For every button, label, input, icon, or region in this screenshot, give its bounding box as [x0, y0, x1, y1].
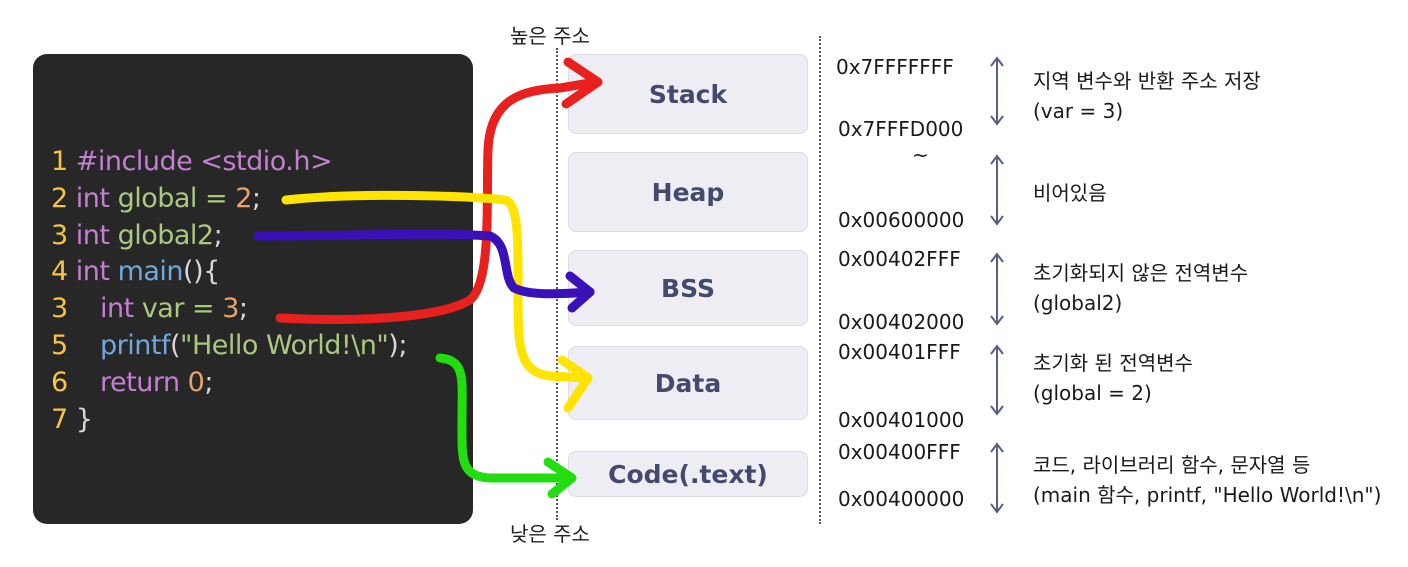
arrow-printf-to-code-head — [543, 457, 577, 499]
code-token: global = — [117, 183, 236, 214]
arrow-global2-to-bss — [253, 229, 595, 299]
addr-stack-bottom: 0x7FFFD000 — [838, 117, 964, 141]
right-dotted-divider — [819, 36, 821, 524]
code-line-number: 2 — [51, 183, 68, 214]
addr-heap-bottom: 0x00600000 — [838, 208, 965, 232]
code-token: } — [75, 404, 93, 435]
range-arrow-heap — [990, 154, 1004, 226]
addr-data-top: 0x00401FFF — [838, 340, 961, 364]
segment-bss-label: BSS — [661, 273, 715, 303]
desc-code-line2: (main 함수, printf, "Hello World!\n") — [1033, 483, 1382, 507]
high-address-label: 높은 주소 — [510, 24, 590, 48]
left-dotted-divider — [556, 48, 558, 520]
segment-heap: Heap — [568, 152, 808, 232]
code-line-number: 3 — [51, 220, 68, 251]
code-line-number: 1 — [51, 146, 68, 177]
code-token: ; — [251, 183, 261, 214]
arrow-global2-to-bss-head — [565, 271, 595, 313]
low-address-label: 낮은 주소 — [510, 522, 590, 546]
desc-data: 초기화 된 전역변수 (global = 2) — [1033, 348, 1193, 408]
code-line: 5 printf("Hello World!\n"); — [51, 328, 407, 364]
desc-bss-line1: 초기화되지 않은 전역변수 — [1033, 261, 1249, 285]
segment-heap-label: Heap — [651, 177, 725, 207]
addr-bss-top: 0x00402FFF — [838, 247, 961, 271]
arrow-var-to-stack — [275, 77, 601, 324]
code-token: ; — [238, 293, 248, 324]
arrow-global-to-data — [281, 190, 591, 383]
segment-code: Code(.text) — [568, 451, 808, 497]
code-token: ; — [204, 367, 213, 398]
desc-bss: 초기화되지 않은 전역변수 (global2) — [1033, 258, 1248, 318]
code-token: ; — [213, 220, 223, 251]
desc-heap: 비어있음 — [1033, 178, 1107, 208]
code-line: 3 int global2; — [51, 218, 223, 254]
code-line-number: 7 — [51, 404, 68, 435]
desc-code-line1: 코드, 라이브러리 함수, 문자열 등 — [1033, 453, 1311, 477]
segment-code-label: Code(.text) — [608, 459, 768, 489]
code-token: #include — [75, 146, 201, 177]
desc-data-line1: 초기화 된 전역변수 — [1033, 351, 1193, 375]
segment-stack: Stack — [568, 54, 808, 134]
code-token: printf — [75, 330, 170, 361]
desc-stack: 지역 변수와 반환 주소 저장 (var = 3) — [1033, 66, 1261, 126]
desc-data-line2: (global = 2) — [1033, 381, 1152, 405]
code-panel: 1 #include <stdio.h>2 int global = 2;3 i… — [33, 54, 473, 524]
code-token: int — [75, 220, 118, 251]
segment-data-label: Data — [654, 368, 722, 398]
arrow-var-to-stack-head — [561, 57, 603, 109]
desc-stack-line1: 지역 변수와 반환 주소 저장 — [1033, 69, 1261, 93]
code-line: 7 } — [51, 402, 93, 438]
code-line: 1 #include <stdio.h> — [51, 144, 333, 180]
desc-bss-line2: (global2) — [1033, 291, 1123, 315]
addr-code-bottom: 0x00400000 — [838, 487, 965, 511]
range-arrow-data — [990, 344, 1004, 416]
code-token: <stdio.h> — [200, 146, 333, 177]
code-token: var = — [141, 293, 223, 324]
desc-code: 코드, 라이브러리 함수, 문자열 등 (main 함수, printf, "H… — [1033, 450, 1381, 510]
addr-data-bottom: 0x00401000 — [838, 408, 965, 432]
code-line: 2 int global = 2; — [51, 181, 261, 217]
arrow-global-to-data-head — [557, 355, 593, 413]
code-token: return — [75, 367, 188, 398]
addr-tilde: ~ — [912, 143, 929, 167]
code-line-number: 5 — [51, 330, 68, 361]
segment-bss: BSS — [568, 250, 808, 326]
code-token: 3 — [222, 293, 239, 324]
code-line: 4 int main(){ — [51, 254, 220, 290]
code-token: main — [117, 256, 184, 287]
code-line-number: 3 — [51, 293, 68, 324]
code-line-number: 6 — [51, 367, 68, 398]
code-token: int — [75, 256, 118, 287]
range-arrow-stack — [990, 56, 1004, 126]
code-line-number: 4 — [51, 256, 68, 287]
range-arrow-code — [990, 442, 1004, 514]
code-token: 2 — [235, 183, 252, 214]
code-token: global2 — [117, 220, 215, 251]
code-token: int — [75, 293, 142, 324]
code-token: ( — [169, 330, 181, 361]
arrow-printf-to-code — [435, 353, 575, 483]
range-arrow-bss — [990, 252, 1004, 326]
code-token: (){ — [183, 256, 220, 287]
segment-data: Data — [568, 346, 808, 420]
addr-code-top: 0x00400FFF — [838, 440, 961, 464]
segment-stack-label: Stack — [648, 79, 728, 109]
addr-bss-bottom: 0x00402000 — [838, 310, 965, 334]
desc-stack-line2: (var = 3) — [1033, 99, 1124, 123]
code-token: "Hello World!\n" — [180, 330, 389, 361]
desc-heap-line1: 비어있음 — [1033, 181, 1107, 205]
code-line: 6 return 0; — [51, 365, 213, 401]
code-token: 0 — [187, 367, 205, 398]
code-line: 3 int var = 3; — [51, 291, 248, 327]
addr-stack-top: 0x7FFFFFFF — [836, 55, 954, 79]
code-token: ); — [388, 330, 407, 361]
code-token: int — [75, 183, 118, 214]
